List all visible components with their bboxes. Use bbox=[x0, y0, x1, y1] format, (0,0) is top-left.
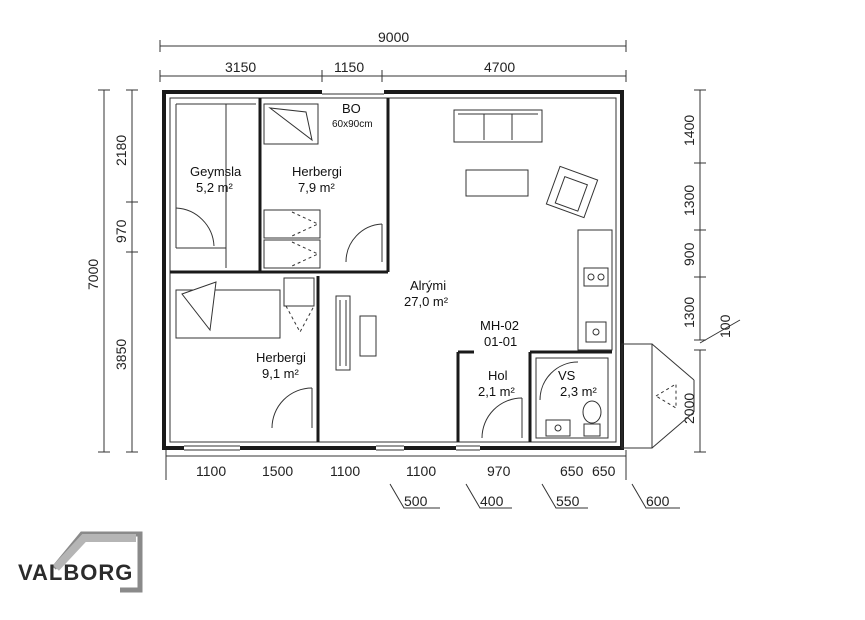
dim-left-seg-1: 2180 bbox=[113, 135, 129, 166]
dim-top-seg-3: 4700 bbox=[484, 59, 515, 75]
unit-code: MH-02 bbox=[480, 318, 519, 333]
dim-porch-depth: 2000 bbox=[681, 393, 697, 424]
alrymi-area: 27,0 m² bbox=[404, 294, 449, 309]
logo-text: VALBORG bbox=[18, 560, 133, 585]
room-herbergi-1: Herbergi 7,9 m² bbox=[263, 103, 383, 269]
geymsla-area: 5,2 m² bbox=[196, 180, 234, 195]
hol-name: Hol bbox=[488, 368, 508, 383]
dim-bottom-seg-3: 1100 bbox=[330, 463, 360, 479]
bo-label: BO bbox=[342, 101, 361, 116]
dim-bottom-seg-7: 650 bbox=[592, 463, 616, 479]
herbergi-2-area: 9,1 m² bbox=[262, 366, 300, 381]
top-dimensions: 9000 3150 1150 4700 bbox=[159, 29, 627, 82]
dim-top-seg-2: 1150 bbox=[334, 59, 364, 75]
room-vs: VS 2,3 m² bbox=[535, 357, 609, 439]
dim-callout-1: 500 bbox=[404, 493, 428, 509]
dim-bottom-seg-4: 1100 bbox=[406, 463, 436, 479]
dim-left-seg-3: 3850 bbox=[113, 339, 129, 370]
herbergi-2-name: Herbergi bbox=[256, 350, 306, 365]
dim-callout-4: 600 bbox=[646, 493, 670, 509]
alrymi-name: Alrými bbox=[410, 278, 446, 293]
interior-walls bbox=[170, 98, 613, 442]
dim-right-seg-4: 1300 bbox=[681, 297, 697, 328]
bottom-dimensions: 1100 1500 1100 1100 970 650 650 500 400 … bbox=[165, 450, 680, 509]
vs-area: 2,3 m² bbox=[560, 384, 598, 399]
outer-walls bbox=[162, 90, 624, 452]
dim-bottom-seg-1: 1100 bbox=[196, 463, 226, 479]
dim-right-seg-2: 1300 bbox=[681, 185, 697, 216]
dim-top-seg-1: 3150 bbox=[225, 59, 256, 75]
geymsla-name: Geymsla bbox=[190, 164, 242, 179]
dim-left-seg-2: 970 bbox=[113, 219, 129, 243]
dim-bottom-seg-6: 650 bbox=[560, 463, 584, 479]
bo-size: 60x90cm bbox=[332, 119, 373, 130]
room-herbergi-2: Herbergi 9,1 m² bbox=[175, 277, 315, 429]
room-hol: Hol 2,1 m² bbox=[478, 368, 523, 439]
dim-callout-3: 550 bbox=[556, 493, 580, 509]
room-geymsla: Geymsla 5,2 m² bbox=[175, 103, 256, 268]
dim-bottom-seg-5: 970 bbox=[487, 463, 511, 479]
dim-bottom-seg-2: 1500 bbox=[262, 463, 293, 479]
dim-right-seg-3: 900 bbox=[681, 242, 697, 266]
room-alrymi: Alrými 27,0 m² bbox=[335, 109, 599, 371]
unit-number: 01-01 bbox=[484, 334, 517, 349]
valborg-logo: VALBORG bbox=[18, 531, 143, 593]
right-dimensions: 1400 1300 900 1300 100 2000 bbox=[681, 89, 741, 453]
dim-left-total: 7000 bbox=[85, 259, 101, 290]
hol-area: 2,1 m² bbox=[478, 384, 516, 399]
porch bbox=[621, 343, 695, 449]
herbergi-1-area: 7,9 m² bbox=[298, 180, 336, 195]
dim-right-seg-1: 1400 bbox=[681, 115, 697, 146]
dim-callout-2: 400 bbox=[480, 493, 504, 509]
left-dimensions: 7000 2180 970 3850 bbox=[85, 89, 138, 453]
dim-right-extra: 100 bbox=[717, 314, 733, 338]
vs-name: VS bbox=[558, 368, 576, 383]
dim-top-total: 9000 bbox=[378, 29, 409, 45]
herbergi-1-name: Herbergi bbox=[292, 164, 342, 179]
kitchen bbox=[583, 267, 609, 343]
